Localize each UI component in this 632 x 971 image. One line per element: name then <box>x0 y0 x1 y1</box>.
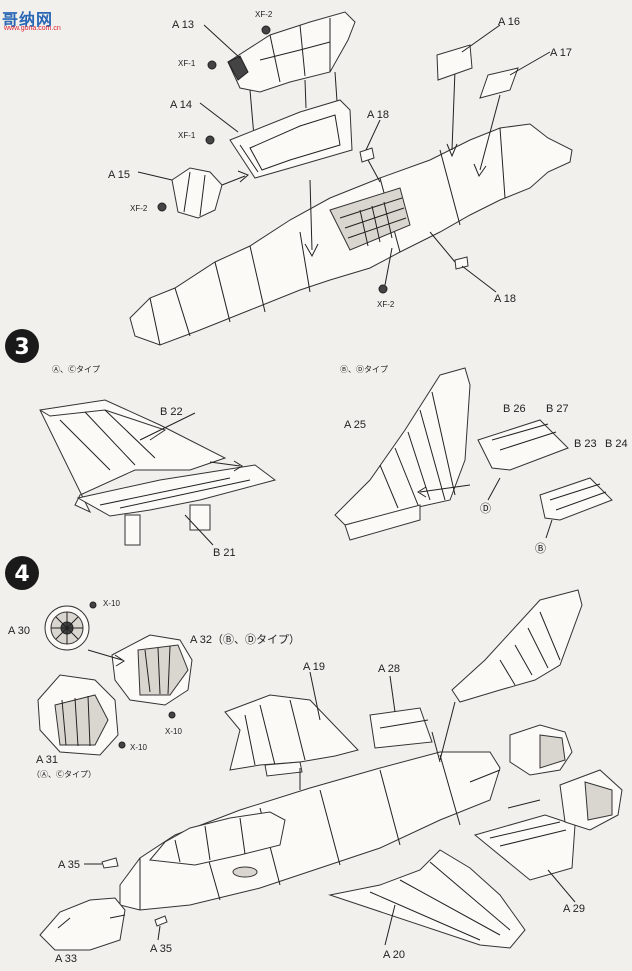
fuselage-top-assembly <box>129 69 573 346</box>
step-3-marker: 3 <box>5 329 39 363</box>
label-a31: A 31 <box>36 754 58 766</box>
label-a35-b: A 35 <box>150 943 172 955</box>
part-a30 <box>44 601 97 651</box>
screw-icon <box>261 25 271 35</box>
label-a35-a: A 35 <box>58 859 80 871</box>
label-a15: A 15 <box>108 169 130 181</box>
marker-d: Ⓓ <box>480 502 491 515</box>
label-a32: A 32（Ⓑ、Ⓓタイプ） <box>190 633 300 646</box>
screw-icons <box>157 25 388 294</box>
fin-assembly-bd <box>334 367 613 541</box>
marker-b: Ⓑ <box>535 542 546 555</box>
type-ac-label: Ⓐ、Ⓒタイプ <box>52 365 100 374</box>
aircraft-main-assembly <box>39 589 623 951</box>
label-x10-a: X-10 <box>103 599 120 608</box>
label-b27: B 27 <box>546 403 569 415</box>
label-a14: A 14 <box>170 99 192 111</box>
label-xf2-bottom: XF-2 <box>377 300 395 309</box>
label-a18-top: A 18 <box>367 109 389 121</box>
label-xf1-a: XF-1 <box>178 59 196 68</box>
label-xf2-left: XF-2 <box>130 204 148 213</box>
label-x10-c: X-10 <box>130 743 147 752</box>
part-a14 <box>229 99 353 179</box>
label-a16: A 16 <box>498 16 520 28</box>
label-a29: A 29 <box>563 903 585 915</box>
label-x10-b: X-10 <box>165 727 182 736</box>
label-b24: B 24 <box>605 438 628 450</box>
label-b21: B 21 <box>213 547 236 559</box>
label-b23: B 23 <box>574 438 597 450</box>
fin-assembly-ac <box>39 399 277 546</box>
screw-icon <box>157 202 167 212</box>
label-a33: A 33 <box>55 953 77 965</box>
label-a30: A 30 <box>8 625 30 637</box>
watermark-logo: 哥纳网 www.gona.com.cn <box>2 6 66 36</box>
label-xf1-b: XF-1 <box>178 131 196 140</box>
svg-text:3: 3 <box>14 335 29 360</box>
label-b22: B 22 <box>160 406 183 418</box>
label-a20: A 20 <box>383 949 405 961</box>
part-a32 <box>111 634 193 719</box>
label-b26: B 26 <box>503 403 526 415</box>
part-a15 <box>171 167 249 219</box>
label-a25: A 25 <box>344 419 366 431</box>
screw-icon <box>207 60 217 70</box>
label-xf2-top: XF-2 <box>255 10 273 19</box>
label-a31-type: （Ⓐ、Ⓒタイプ） <box>32 770 96 779</box>
screw-icon <box>378 284 388 294</box>
label-a18-bottom: A 18 <box>494 293 516 305</box>
part-a16-a17 <box>359 44 519 270</box>
type-bd-label: Ⓑ、Ⓓタイプ <box>340 365 388 374</box>
watermark-text: 哥纳网 <box>2 10 54 29</box>
label-a17: A 17 <box>550 47 572 59</box>
label-a13: A 13 <box>172 19 194 31</box>
screw-icon <box>205 135 215 145</box>
watermark-url: www.gona.com.cn <box>4 25 61 32</box>
part-a31 <box>37 674 126 756</box>
label-a19: A 19 <box>303 661 325 673</box>
label-a28: A 28 <box>378 663 400 675</box>
svg-text:4: 4 <box>14 562 29 587</box>
part-a13 <box>227 11 356 161</box>
step-4-marker: 4 <box>5 556 39 590</box>
